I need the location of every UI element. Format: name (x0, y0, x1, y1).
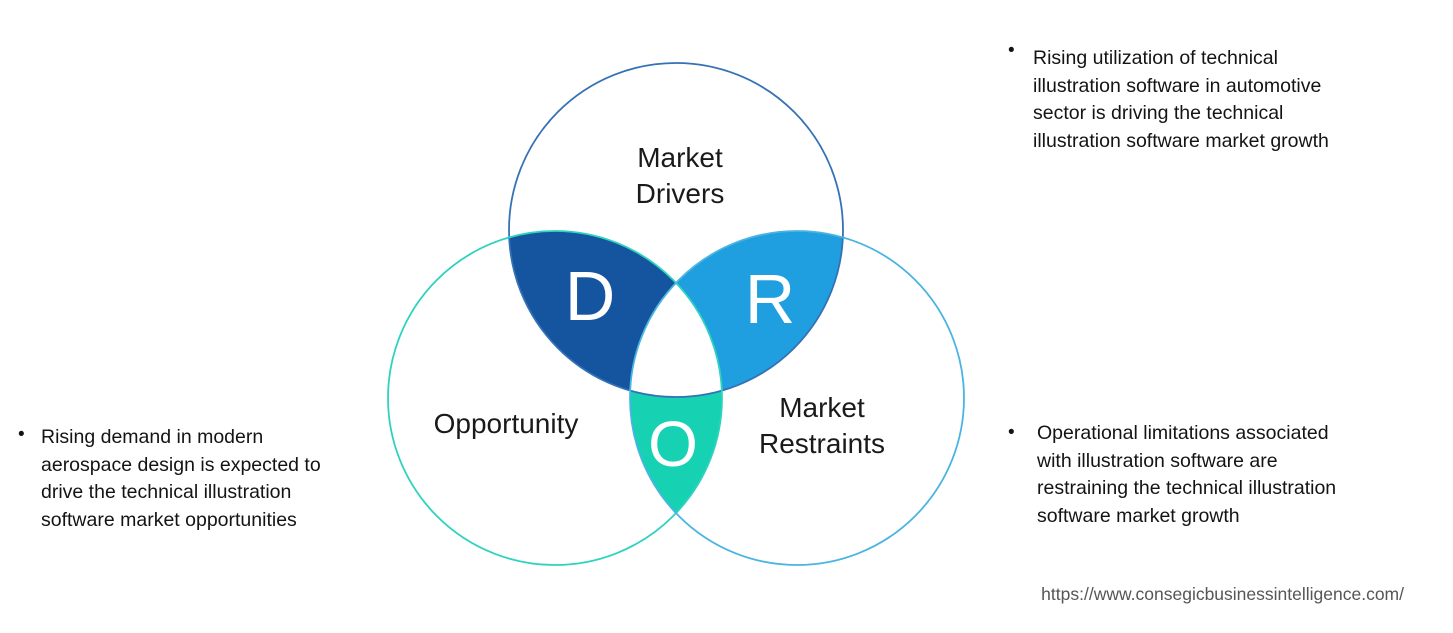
region-d-fill (509, 231, 722, 397)
letter-o: O (648, 408, 698, 480)
restraint-note-bullet: • (1008, 422, 1015, 443)
restraints-label: Market Restraints (758, 392, 886, 459)
opportunity-label: Opportunity (433, 408, 579, 439)
drivers-label: Market Drivers (635, 142, 725, 209)
source-url: https://www.consegicbusinessintelligence… (1041, 584, 1404, 604)
drivers-circle-outline (508, 62, 844, 398)
region-r-fill (630, 231, 843, 397)
driver-note: Rising utilization of technical illustra… (1033, 47, 1329, 152)
restraint-note: Operational limitations associated with … (1037, 422, 1337, 527)
driver-note-bullet: • (1008, 40, 1015, 61)
letter-d: D (564, 257, 616, 335)
letter-r: R (744, 260, 796, 338)
restraints-circle-outline (629, 230, 965, 566)
opportunity-circle-outline (387, 230, 723, 566)
opportunity-note: Rising demand in modern aerospace design… (41, 426, 321, 531)
opportunity-note-bullet: • (18, 424, 25, 445)
